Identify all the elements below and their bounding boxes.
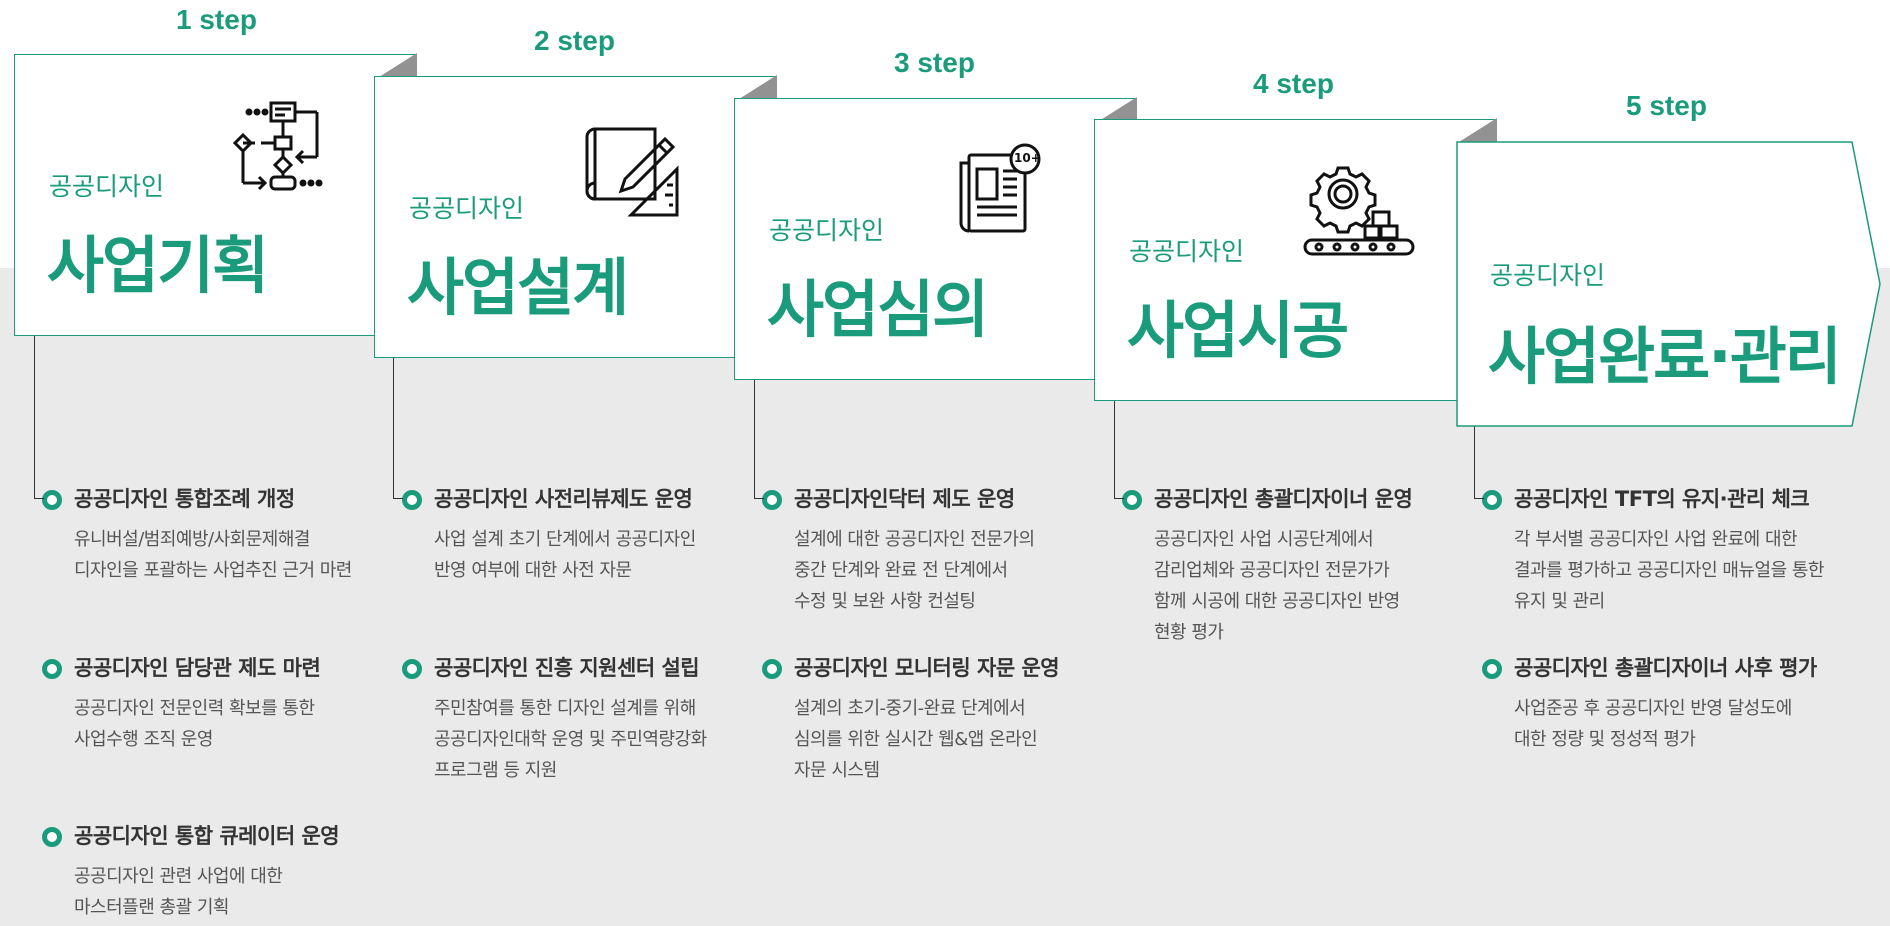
bullet-icon	[42, 490, 62, 510]
step-2-label: 2 step	[534, 25, 615, 56]
item-title: 공공디자인 총괄디자이너 사후 평가	[1482, 653, 1822, 683]
item-title: 공공디자인 진흥 지원센터 설립	[402, 653, 742, 683]
corner-fold	[1459, 118, 1497, 142]
newspaper-badge: 10+	[1014, 151, 1041, 165]
connector-3	[754, 374, 755, 498]
bullet-icon	[402, 490, 422, 510]
gear-conveyor-icon	[1303, 166, 1415, 256]
corner-fold	[739, 75, 777, 99]
arrow-card-shape	[1456, 141, 1881, 427]
bullet-icon	[762, 659, 782, 679]
blueprint-icon	[585, 127, 679, 217]
flowchart-icon	[232, 101, 323, 191]
bullet-icon	[42, 659, 62, 679]
bullet-icon	[1482, 659, 1502, 679]
card-title: 사업완료·관리	[1488, 320, 1842, 393]
bullet-icon	[42, 827, 62, 847]
connector-1	[34, 330, 35, 498]
card-subtitle: 공공디자인	[1490, 261, 1606, 290]
connector-4-h	[1114, 498, 1124, 499]
bullet-icon	[402, 659, 422, 679]
connector-1-h	[34, 498, 44, 499]
item-title: 공공디자인닥터 제도 운영	[762, 484, 1102, 514]
bullet-icon	[1122, 490, 1142, 510]
card-title: 사업설계	[407, 251, 629, 324]
connector-5-h	[1474, 498, 1484, 499]
step-4-card: 공공디자인 사업시공	[1094, 118, 1497, 401]
step-1-card: 공공디자인 사업기획	[14, 53, 417, 336]
step-5-card: 공공디자인 사업완료·관리	[1456, 141, 1882, 427]
item-title: 공공디자인 모니터링 자문 운영	[762, 653, 1102, 683]
card-title: 사업기획	[47, 229, 269, 302]
connector-5	[1474, 417, 1475, 498]
bullet-icon	[762, 490, 782, 510]
item-title: 공공디자인 담당관 제도 마련	[42, 653, 382, 683]
connector-4	[1114, 395, 1115, 498]
bullet-icon	[1482, 490, 1502, 510]
item-title: 공공디자인 총괄디자이너 운영	[1122, 484, 1462, 514]
step-2-card: 공공디자인 사업설계	[374, 75, 777, 358]
step-3-card: 공공디자인 사업심의 10+	[734, 97, 1137, 380]
connector-2	[393, 352, 394, 498]
card-subtitle: 공공디자인	[409, 194, 525, 223]
item-title: 공공디자인 TFT의 유지·관리 체크	[1482, 484, 1822, 514]
card-subtitle: 공공디자인	[49, 172, 165, 201]
step-5-item-1: 공공디자인 TFT의 유지·관리 체크 각 부서별 공공디자인 사업 완료에 대…	[1482, 484, 1824, 617]
card-subtitle: 공공디자인	[1129, 237, 1245, 266]
step-5-label: 5 step	[1626, 90, 1707, 121]
connector-3-h	[754, 498, 764, 499]
card-title: 사업시공	[1127, 294, 1349, 367]
item-title: 공공디자인 통합조례 개정	[42, 484, 382, 514]
step-3-label: 3 step	[894, 47, 975, 78]
corner-fold	[379, 53, 417, 77]
step-4-label: 4 step	[1253, 68, 1334, 99]
card-title: 사업심의	[767, 273, 989, 346]
connector-2-h	[393, 498, 403, 499]
item-title: 공공디자인 통합 큐레이터 운영	[42, 821, 382, 851]
corner-fold	[1099, 97, 1137, 121]
card-subtitle: 공공디자인	[769, 216, 885, 245]
item-title: 공공디자인 사전리뷰제도 운영	[402, 484, 742, 514]
step-1-label: 1 step	[176, 4, 257, 35]
newspaper-icon	[959, 143, 1041, 233]
